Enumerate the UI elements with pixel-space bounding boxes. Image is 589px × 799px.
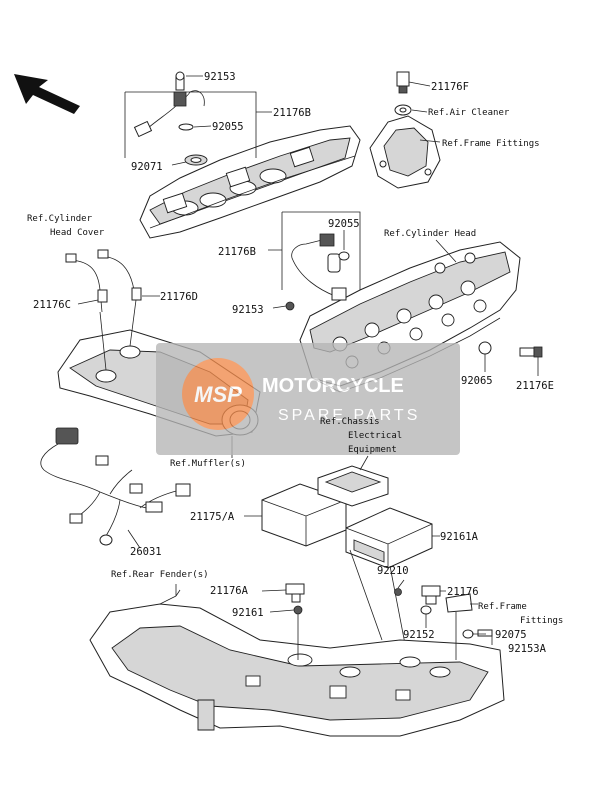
ref-label-frame-fittings-top: Ref.Frame Fittings	[442, 139, 540, 149]
ref-label-rear-fender: Ref.Rear Fender(s)	[111, 570, 209, 580]
part-label-26031: 26031	[130, 546, 162, 558]
part-label-92075: 92075	[495, 629, 527, 641]
sensor-21176B-mid	[285, 233, 350, 311]
sensor-21176E	[478, 341, 543, 358]
ref-label-frame-fittings-bot-1: Ref.Frame	[478, 602, 527, 612]
sensor-21176A	[285, 583, 305, 615]
ecu-92161A	[345, 507, 433, 569]
part-label-92152: 92152	[403, 629, 435, 641]
part-label-21176C: 21176C	[33, 299, 71, 311]
sensor-21176B-top	[133, 71, 208, 166]
part-label-21176E: 21176E	[516, 380, 554, 392]
part-label-21176F: 21176F	[431, 81, 469, 93]
ref-label-frame-fittings-bot-2: Fittings	[520, 616, 563, 626]
part-label-21176B-top: 21176B	[273, 107, 311, 119]
watermark-logo: MSP	[194, 382, 242, 407]
part-label-92055-top: 92055	[212, 121, 244, 133]
ref-label-cylinder-head: Ref.Cylinder Head	[384, 229, 476, 239]
chassis-electrical-box	[317, 465, 389, 507]
ref-label-chassis-2: Electrical	[348, 431, 402, 441]
part-label-21176A: 21176A	[210, 585, 249, 597]
watermark-subtitle: SPARE PARTS	[278, 407, 420, 424]
watermark: MSP MOTORCYCLE SPARE PARTS	[156, 343, 460, 455]
front-arrow-icon	[14, 74, 80, 114]
ref-label-cylinder-head-cover-2: Head Cover	[50, 228, 105, 238]
cylinder-head-cover	[139, 125, 361, 239]
ref-label-air-cleaner: Ref.Air Cleaner	[428, 108, 510, 118]
watermark-title: MOTORCYCLE	[262, 375, 404, 397]
ref-label-chassis-1: Ref.Chassis	[320, 417, 380, 427]
part-label-21175A: 21175/A	[190, 511, 235, 523]
part-label-92161: 92161	[232, 607, 264, 619]
rear-fender	[89, 589, 505, 737]
ref-label-cylinder-head-cover-1: Ref.Cylinder	[27, 214, 93, 224]
part-label-92210: 92210	[377, 565, 409, 577]
ref-label-muffler: Ref.Muffler(s)	[170, 459, 246, 469]
part-label-92153-mid: 92153	[232, 304, 264, 316]
part-label-21176B-mid: 21176B	[218, 246, 256, 258]
part-label-92055-mid: 92055	[328, 218, 360, 230]
part-label-21176: 21176	[447, 586, 479, 598]
sensor-21176F	[394, 71, 412, 116]
part-label-92153-top: 92153	[204, 71, 236, 83]
part-label-92065: 92065	[461, 375, 493, 387]
wire-harness-26031	[40, 427, 191, 546]
ref-label-chassis-3: Equipment	[348, 445, 397, 455]
air-cleaner-bracket	[369, 115, 441, 189]
part-label-92071: 92071	[131, 161, 163, 173]
o2-sensors	[65, 249, 142, 313]
part-label-92161A: 92161A	[440, 531, 479, 543]
part-label-21176D: 21176D	[160, 291, 198, 303]
part-label-92153A: 92153A	[508, 643, 547, 655]
